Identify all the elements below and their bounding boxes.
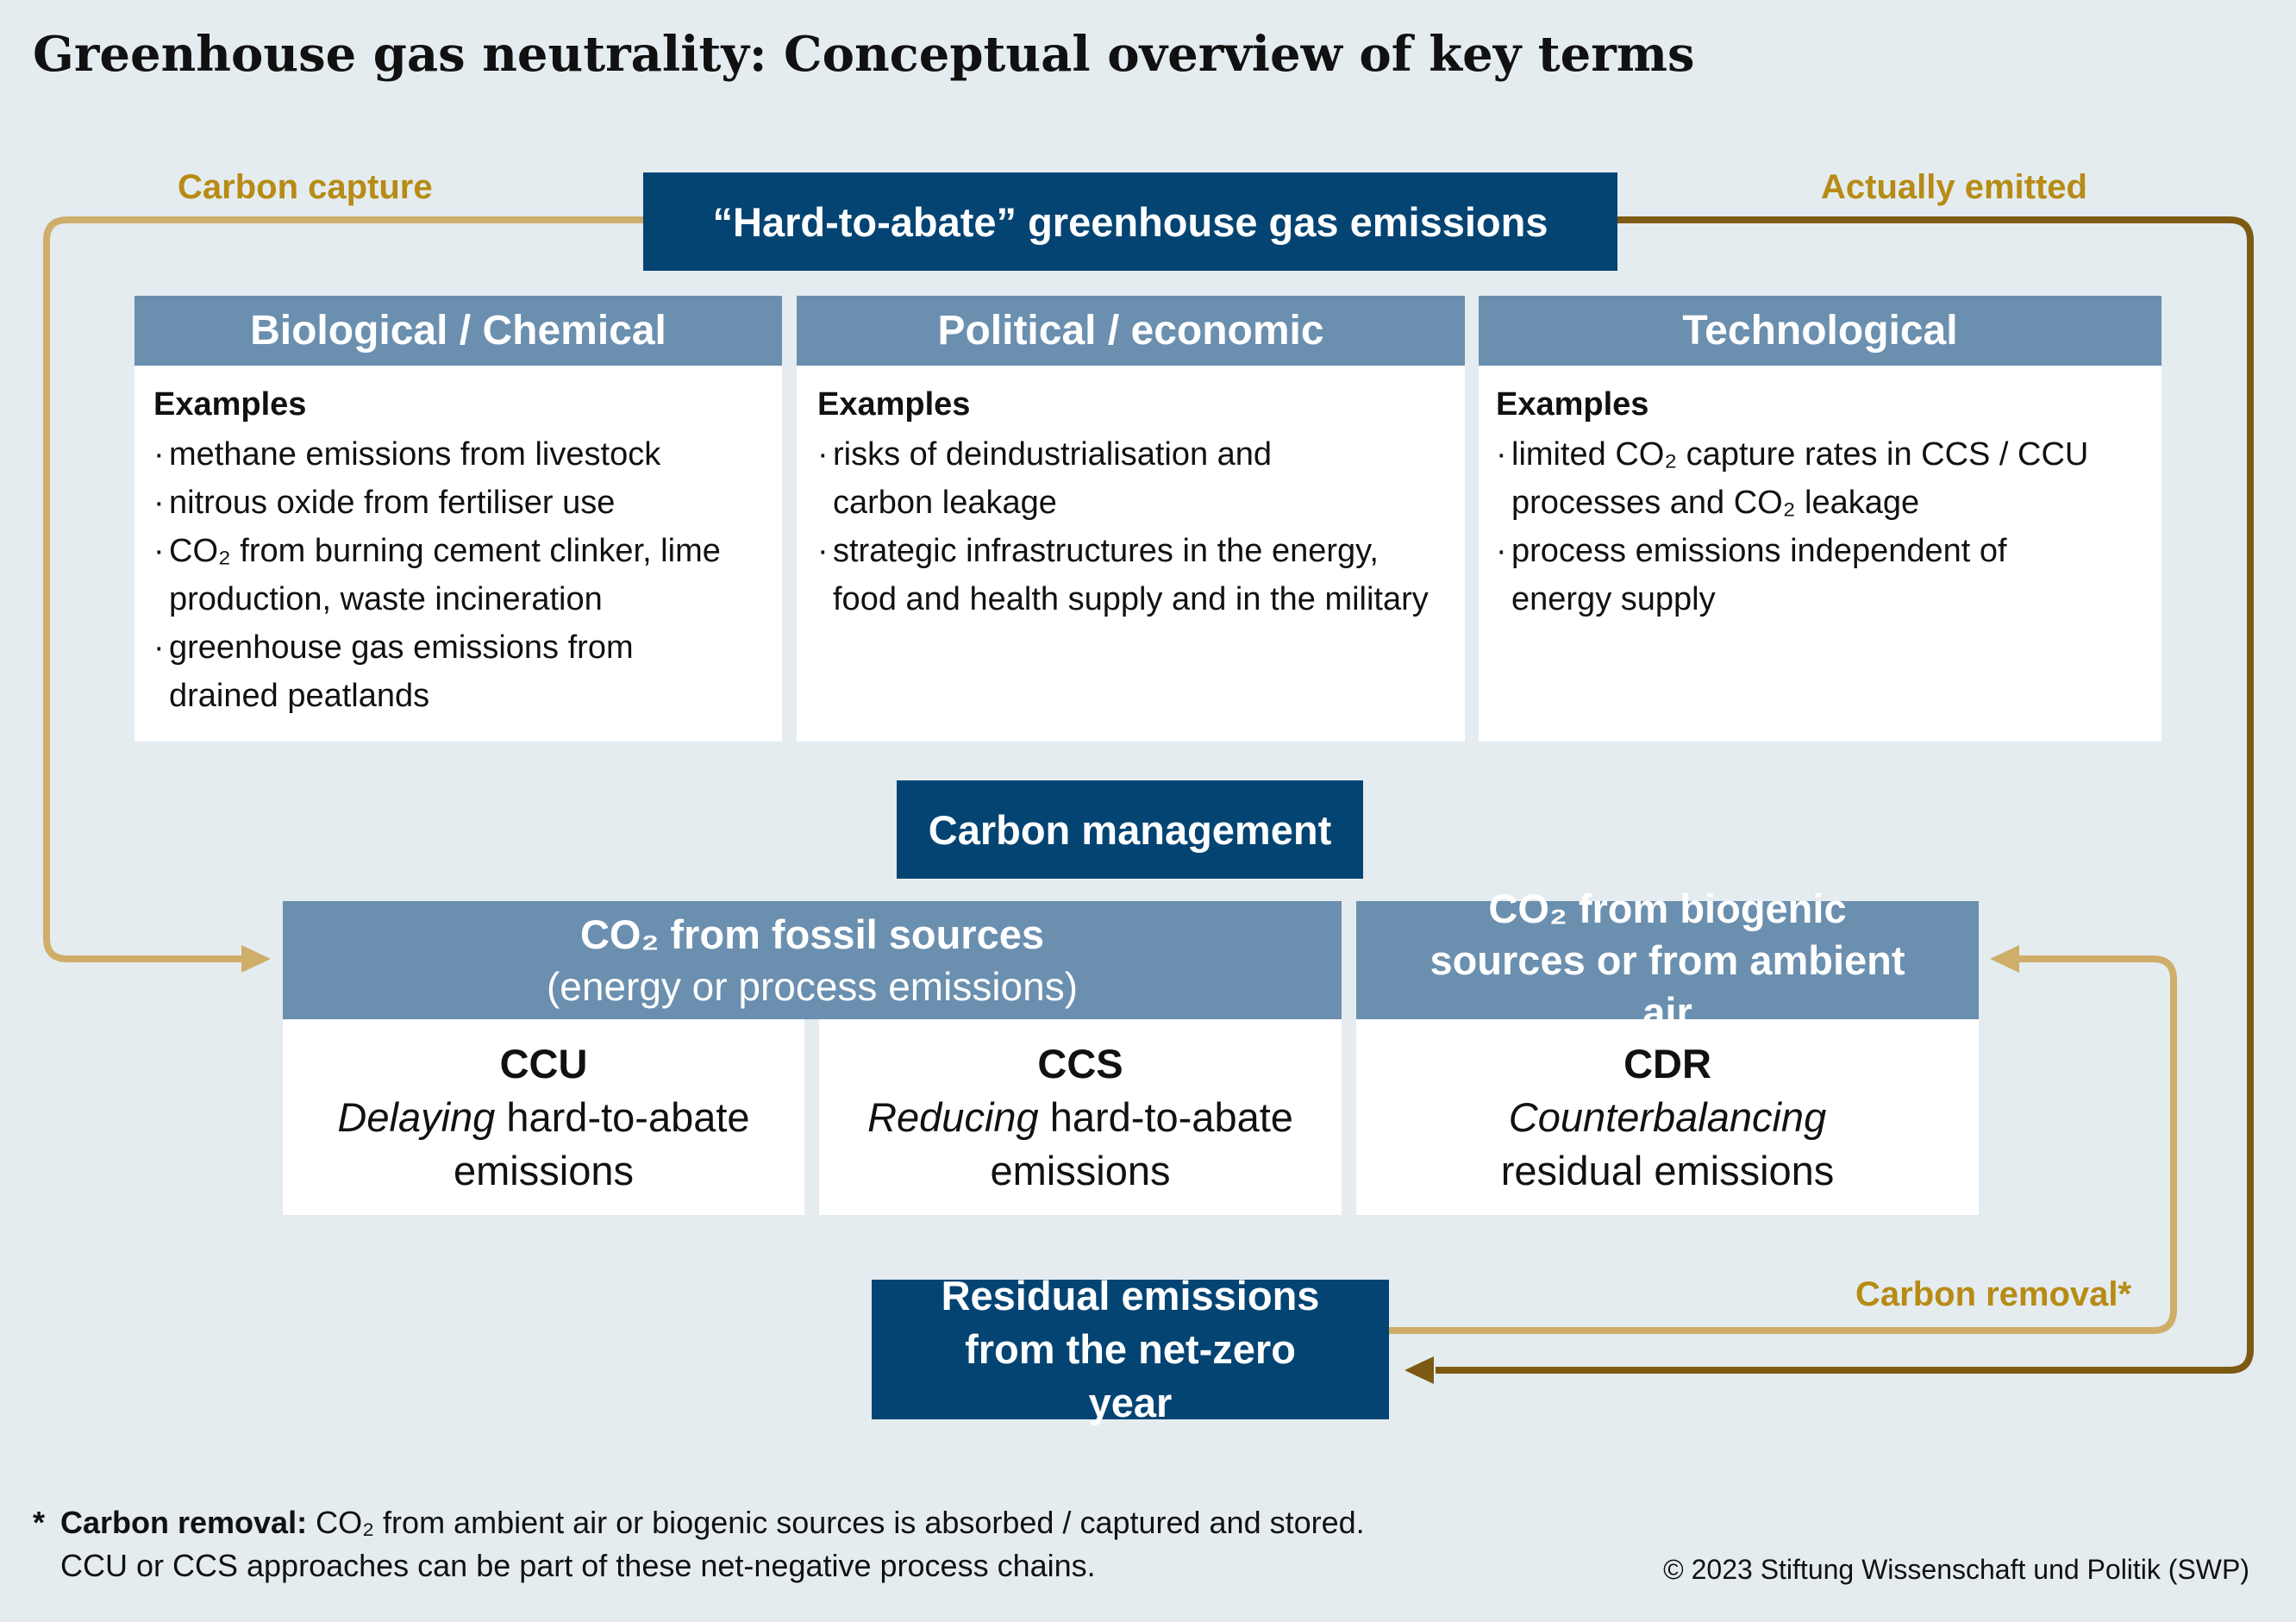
example-item: nitrous oxide from fertiliser use: [153, 479, 765, 527]
carbon-management-box: Carbon management: [897, 780, 1363, 879]
actually-emitted-line: [1436, 216, 2254, 1374]
footnote-line1: CO₂ from ambient air or biogenic sources…: [307, 1505, 1365, 1540]
carbon-removal-label: Carbon removal*: [1855, 1275, 2132, 1313]
example-item: greenhouse gas emissions from drained pe…: [153, 623, 686, 720]
category-technological-header: Technological: [1479, 296, 2161, 366]
examples-heading: Examples: [817, 386, 971, 423]
copyright: © 2023 Stiftung Wissenschaft und Politik…: [1663, 1554, 2249, 1585]
footnote-line2: CCU or CCS approaches can be part of the…: [60, 1548, 1096, 1583]
carbon-capture-label: Carbon capture: [178, 168, 433, 206]
page-title: Greenhouse gas neutrality: Conceptual ov…: [33, 26, 1695, 83]
ccu-description: hard-to-abate emissions: [454, 1093, 750, 1193]
cdr-cell: CDR Counterbalancing residual emissions: [1356, 1019, 1979, 1215]
ccs-abbr: CCS: [1037, 1040, 1123, 1087]
examples-heading: Examples: [153, 386, 307, 423]
ccu-abbr: CCU: [499, 1040, 588, 1087]
cdr-abbr: CDR: [1623, 1040, 1711, 1087]
fossil-sources-header: CO₂ from fossil sources (energy or proce…: [283, 901, 1342, 1019]
category-biological-header: Biological / Chemical: [135, 296, 782, 366]
carbon-removal-line: [1389, 955, 2177, 1334]
footnote-marker: *: [33, 1505, 46, 1540]
ccu-verb: Delaying: [337, 1093, 496, 1140]
fossil-sources-subtitle: (energy or process emissions): [546, 963, 1079, 1009]
footnote: * Carbon removal: CO₂ from ambient air or…: [33, 1501, 1498, 1588]
fossil-sources-title: CO₂ from fossil sources: [579, 911, 1045, 957]
examples-heading: Examples: [1496, 386, 1649, 423]
example-item: strategic infrastructures in the energy,…: [817, 527, 1436, 623]
cdr-description: residual emissions: [1500, 1147, 1835, 1193]
carbon-removal-arrowhead: [1990, 945, 2019, 973]
ccs-description: hard-to-abate emissions: [990, 1093, 1293, 1193]
actually-emitted-arrowhead: [1405, 1356, 1434, 1384]
carbon-capture-line: [43, 216, 643, 962]
example-item: CO₂ from burning cement clinker, lime pr…: [153, 527, 721, 623]
residual-emissions-box: Residual emissions from the net-zero yea…: [872, 1273, 1389, 1425]
example-item: process emissions independent of energy …: [1496, 527, 2063, 623]
category-biological-body: Examples methane emissions from livestoc…: [135, 366, 782, 742]
actually-emitted-label: Actually emitted: [1821, 168, 2087, 206]
ccs-cell: CCS Reducing hard-to-abate emissions: [819, 1019, 1342, 1215]
ccu-cell: CCU Delaying hard-to-abate emissions: [283, 1019, 804, 1215]
footnote-term: Carbon removal:: [60, 1505, 308, 1540]
example-item: limited CO₂ capture rates in CCS / CCU p…: [1496, 430, 2106, 527]
example-item: risks of deindustrialisation and carbon …: [817, 430, 1316, 527]
category-political-header: Political / economic: [797, 296, 1465, 366]
carbon-capture-arrowhead: [241, 945, 271, 973]
category-political-body: Examples risks of deindustrialisation an…: [797, 366, 1465, 742]
example-item: methane emissions from livestock: [153, 430, 765, 479]
ccs-verb: Reducing: [867, 1093, 1039, 1140]
cdr-verb: Counterbalancing: [1508, 1093, 1827, 1140]
hard-to-abate-box: “Hard-to-abate” greenhouse gas emissions: [643, 172, 1617, 271]
biogenic-sources-header: CO₂ from biogenic sources or from ambien…: [1356, 886, 1979, 1035]
category-technological-body: Examples limited CO₂ capture rates in CC…: [1479, 366, 2161, 742]
